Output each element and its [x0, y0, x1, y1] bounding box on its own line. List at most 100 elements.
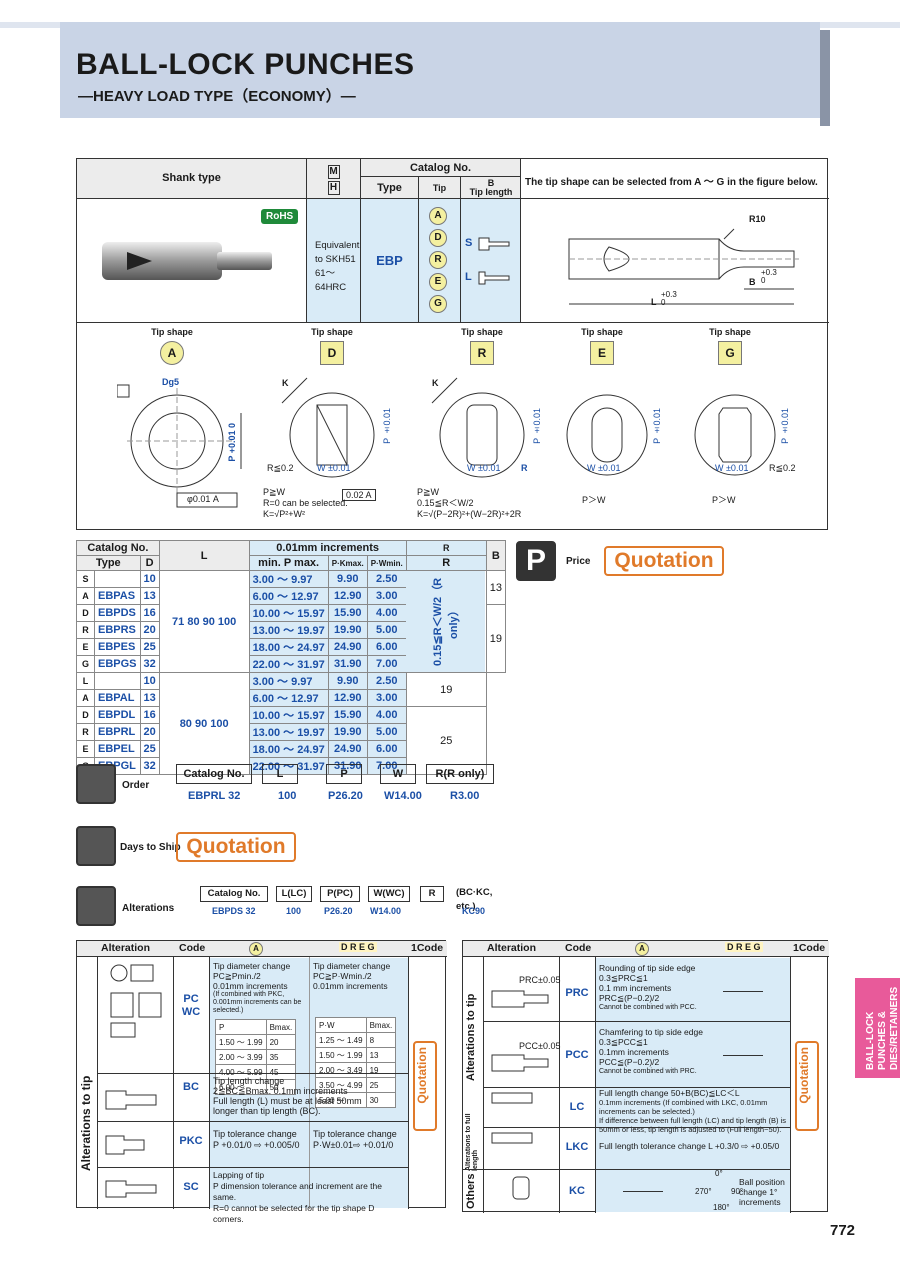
alt-a-td: 20	[265, 1034, 297, 1050]
type-cell: EBP	[361, 199, 419, 323]
alt-left-h-dreg: D R E G	[339, 942, 377, 952]
alt-lc-2: 0.1mm increments (If combined with LKC, …	[599, 1098, 768, 1116]
alt-field-p: P(PC)	[320, 886, 360, 902]
shank-image-cell: RoHS	[77, 199, 307, 323]
w-min-cell: 7.00	[366, 655, 407, 673]
order-field-p: P	[326, 764, 362, 784]
alt-left-quotation: Quotation	[413, 1041, 437, 1131]
tip-shape-d: Tip shape D	[287, 327, 377, 365]
spec-header-b: B	[485, 540, 507, 571]
tip-length-marker: S	[76, 570, 95, 588]
tip-letter-cell: R	[76, 723, 95, 741]
tip-r-dim-p: P ±0.01	[532, 408, 542, 444]
tip-d-notes: P≧W R=0 can be selected. K=√P²+W²	[263, 487, 348, 520]
w-min-cell: 3.00	[366, 689, 407, 707]
alt-kc-angle-270: 270°	[695, 1187, 712, 1196]
p-range-cell: 13.00 ～ 19.97	[248, 723, 329, 741]
price-quotation: Quotation	[604, 546, 724, 576]
k-max-cell: 19.90	[327, 723, 368, 741]
days-to-ship-quotation: Quotation	[176, 832, 296, 862]
w-min-cell: 6.00	[366, 740, 407, 758]
p-range-cell: 13.00 ～ 19.97	[248, 621, 329, 639]
alt-right-table: Alteration Code A D R E G 1Code Alterati…	[462, 940, 829, 1213]
tip-a-drawing	[117, 384, 242, 508]
alterations-icon	[76, 886, 116, 926]
alt-pcc-4: PCC≦(P−0.2)/2	[599, 1057, 660, 1067]
alt-d-td: 30	[365, 1092, 397, 1108]
alt-kc-angle-0: 0°	[715, 1169, 723, 1178]
p-range-cell: 6.00 ～ 12.97	[248, 689, 329, 707]
page-title: BALL-LOCK PUNCHES	[76, 48, 415, 81]
tip-length-cell: S L	[461, 199, 521, 323]
side-tab[interactable]: BALL-LOCK PUNCHES & DIES/RETAINERS	[855, 978, 900, 1078]
d-cell: 32	[139, 757, 160, 775]
alt-right-quotation: Quotation	[795, 1041, 819, 1131]
tip-length-label: B Tip length	[469, 178, 513, 197]
alt-code-sc: SC	[183, 1181, 199, 1193]
order-field-l: L	[262, 764, 298, 784]
tip-shape-a-letter: A	[160, 341, 184, 365]
alt-right-h-a: A	[635, 942, 649, 956]
alt-right-h-code: Code	[565, 942, 592, 954]
tip-d-note-1: P≧W	[263, 487, 286, 497]
p-range-cell: 18.00 ～ 24.97	[248, 638, 329, 656]
tip-shape-g-letter: G	[718, 341, 742, 365]
alt-right-h-dreg: D R E G	[725, 942, 763, 952]
alt-example-catalog: EBPDS 32	[212, 906, 256, 916]
type-label: Type	[361, 177, 419, 199]
alt-d-td: 1.50 ～ 1.99	[315, 1047, 367, 1063]
alt-right-header: Alteration Code A D R E G 1Code	[463, 941, 829, 957]
alt-left-h-alteration: Alteration	[101, 942, 151, 954]
order-field-w: W	[380, 764, 416, 784]
w-min-cell: 2.50	[366, 570, 407, 588]
alterations-label: Alterations	[122, 903, 175, 914]
tip-d-dim-p: P ±0.01	[382, 408, 392, 444]
tip-letter-e: E	[429, 273, 447, 291]
alt-code-pcc: PCC	[565, 1049, 589, 1061]
alt-prc-dash	[723, 991, 763, 992]
phone-icon	[76, 764, 116, 804]
dim-l: L	[651, 297, 657, 307]
alt-pcwc-d-3: 0.01mm increments	[313, 981, 388, 991]
side-tab-text: BALL-LOCK PUNCHES & DIES/RETAINERS	[865, 986, 900, 1070]
k-max-cell: 12.90	[327, 587, 368, 605]
alt-lkc-text: Full length tolerance change L +0.3/0 ⇨ …	[599, 1141, 780, 1151]
tip-r-dim-w: W ±0.01	[467, 463, 501, 473]
alt-d-td: 1.25 ～ 1.49	[315, 1032, 367, 1048]
w-min-cell: 2.50	[366, 672, 407, 690]
k-max-cell: 24.90	[327, 740, 368, 758]
catalog-no-label: Catalog No.	[361, 159, 520, 177]
tip-shape-a: Tip shape A	[127, 327, 217, 365]
alt-pcc-dash	[723, 1055, 763, 1056]
tip-shapes-row: Tip shape A Dg5 P +0.01 0 φ0.01 A Tip sh…	[77, 323, 829, 531]
tip-r-notes: P≧W 0.15≦R＜W/2 K=√(P−2R)²+(W−2R)²+2R	[417, 487, 521, 520]
punch-drawing-cell: R10 B +0.3 0 L +0.3 0	[521, 199, 829, 323]
type-cell: EBPDS	[93, 604, 141, 622]
tip-r-note-1: P≧W	[417, 487, 440, 497]
d-cell: 13	[139, 689, 160, 707]
spec-header-type: Type	[76, 555, 141, 571]
tip-shape-g-label: Tip shape	[709, 327, 751, 337]
alt-a-th-p: P	[215, 1019, 267, 1035]
alt-prc-fig-label: PRC±0.05	[519, 975, 561, 985]
material-cell: Equivalent to SKH51 61～64HRC	[307, 199, 361, 323]
tip-a-note: φ0.01 A	[187, 494, 219, 504]
alt-left-quotation-text: Quotation	[415, 1047, 429, 1104]
spec-table: Catalog No. L 0.01mm increments R B Type…	[76, 540, 507, 775]
d-cell: 16	[139, 604, 160, 622]
alt-bc-4: longer than tip length (BC).	[213, 1106, 321, 1116]
d-cell: 20	[139, 723, 160, 741]
alt-field-catalog: Catalog No.	[200, 886, 268, 902]
alt-pcc-5: Cannot be combined with PRC.	[599, 1068, 697, 1075]
tip-d-dim-w: W ±0.01	[317, 463, 351, 473]
page-subtitle: —HEAVY LOAD TYPE（ECONOMY）—	[78, 88, 356, 105]
